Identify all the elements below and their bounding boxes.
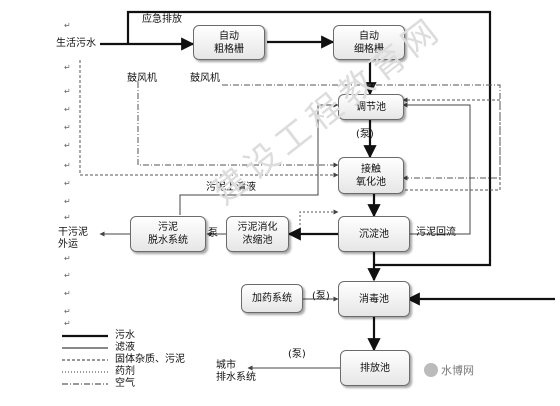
contact-oxidation-box: 接触 氧化池 xyxy=(338,157,404,194)
pump-1-label: (泵) xyxy=(356,129,374,140)
air-line-2 xyxy=(222,84,501,181)
paragraph-mark: ↵ xyxy=(64,141,71,150)
equalization-tank-text: 调节池 xyxy=(356,101,386,113)
discharge-pump-label: (泵) xyxy=(288,349,306,360)
sedimentation-tank-text: 沉淀池 xyxy=(359,228,389,240)
contact-oxidation-text: 接触 氧化池 xyxy=(356,163,386,188)
dosing-system-text: 加药系统 xyxy=(252,293,292,304)
sludge-supernatant-label: 污泥上清液 xyxy=(206,182,256,193)
paragraph-mark: ↵ xyxy=(64,179,71,188)
disinfection-tank-text: 消毒池 xyxy=(359,293,389,305)
legend-label-sewage: 污水 xyxy=(115,330,135,341)
sewage-flow-lines xyxy=(100,10,555,352)
blower-1-label: 鼓风机 xyxy=(127,73,157,84)
paragraph-mark: ↵ xyxy=(64,105,71,114)
sludge-thickening-box: 污泥消化 浓缩池 xyxy=(226,216,289,252)
sludge-lines xyxy=(79,60,501,225)
coarse-screen-text: 自动 粗格栅 xyxy=(214,30,244,55)
sludge-line-1 xyxy=(79,60,339,178)
sludge-dewatering-text: 污泥 脱水系统 xyxy=(148,222,188,246)
paragraph-mark: ↵ xyxy=(64,197,71,206)
paragraph-mark: ↵ xyxy=(64,319,71,328)
equalization-tank-box: 调节池 xyxy=(338,94,404,120)
sludge-line-2 xyxy=(390,97,501,191)
legend-lines xyxy=(62,334,108,385)
discharge-tank-text: 排放池 xyxy=(360,362,390,374)
brand-badge: 水博网 xyxy=(424,362,474,378)
brand-logo-icon xyxy=(424,363,438,377)
paragraph-mark: ↵ xyxy=(64,307,71,316)
line-supernatant xyxy=(179,102,339,215)
dosing-system-box: 加药系统 xyxy=(241,284,303,313)
paragraph-mark: ↵ xyxy=(64,289,71,298)
disinfection-tank-box: 消毒池 xyxy=(338,281,410,317)
paragraph-mark: ↵ xyxy=(64,161,71,170)
paragraph-mark: ↵ xyxy=(64,271,71,280)
flow-emergency-bypass xyxy=(126,10,492,267)
emergency-discharge-label: 应急排放 xyxy=(142,14,182,25)
city-drainage-label: 城市 排水系统 xyxy=(216,360,256,383)
sludge-line-3 xyxy=(299,209,339,225)
paragraph-mark: ↵ xyxy=(64,63,71,72)
legend-label-chemical: 药剂 xyxy=(115,366,135,377)
line-sludge-return xyxy=(402,102,471,235)
coarse-screen-box: 自动 粗格栅 xyxy=(193,25,265,60)
legend-label-sludge: 固体杂质、污泥 xyxy=(115,354,185,365)
fine-screen-text: 自动 细格栅 xyxy=(354,30,384,55)
paragraph-mark: ↵ xyxy=(64,213,71,222)
sedimentation-tank-box: 沉淀池 xyxy=(338,216,410,252)
paragraph-mark: ↵ xyxy=(64,87,71,96)
paragraph-mark: ↵ xyxy=(64,254,71,263)
air-lines xyxy=(137,82,501,181)
paragraph-mark: ↵ xyxy=(64,21,71,30)
discharge-tank-box: 排放池 xyxy=(340,350,410,386)
air-line-1 xyxy=(137,82,339,168)
paragraph-mark: ↵ xyxy=(64,123,71,132)
legend-label-filtrate: 滤液 xyxy=(115,342,135,353)
sludge-thickening-text: 污泥消化 浓缩池 xyxy=(237,222,278,246)
sludge-dewatering-box: 污泥 脱水系统 xyxy=(130,216,206,252)
dosing-pump-label: (泵) xyxy=(312,291,330,302)
blower-2-label: 鼓风机 xyxy=(190,73,220,84)
legend-label-air: 空气 xyxy=(115,378,135,389)
filtrate-lines xyxy=(99,102,471,371)
brand-name: 水博网 xyxy=(441,364,474,377)
dry-sludge-label: 干污泥 外运 xyxy=(58,227,88,250)
sludge-pump-label: 泵 xyxy=(208,228,218,239)
fine-screen-box: 自动 细格栅 xyxy=(333,25,405,60)
domestic-sewage-label: 生活污水 xyxy=(56,38,96,49)
sludge-return-label: 污泥回流 xyxy=(416,227,456,238)
